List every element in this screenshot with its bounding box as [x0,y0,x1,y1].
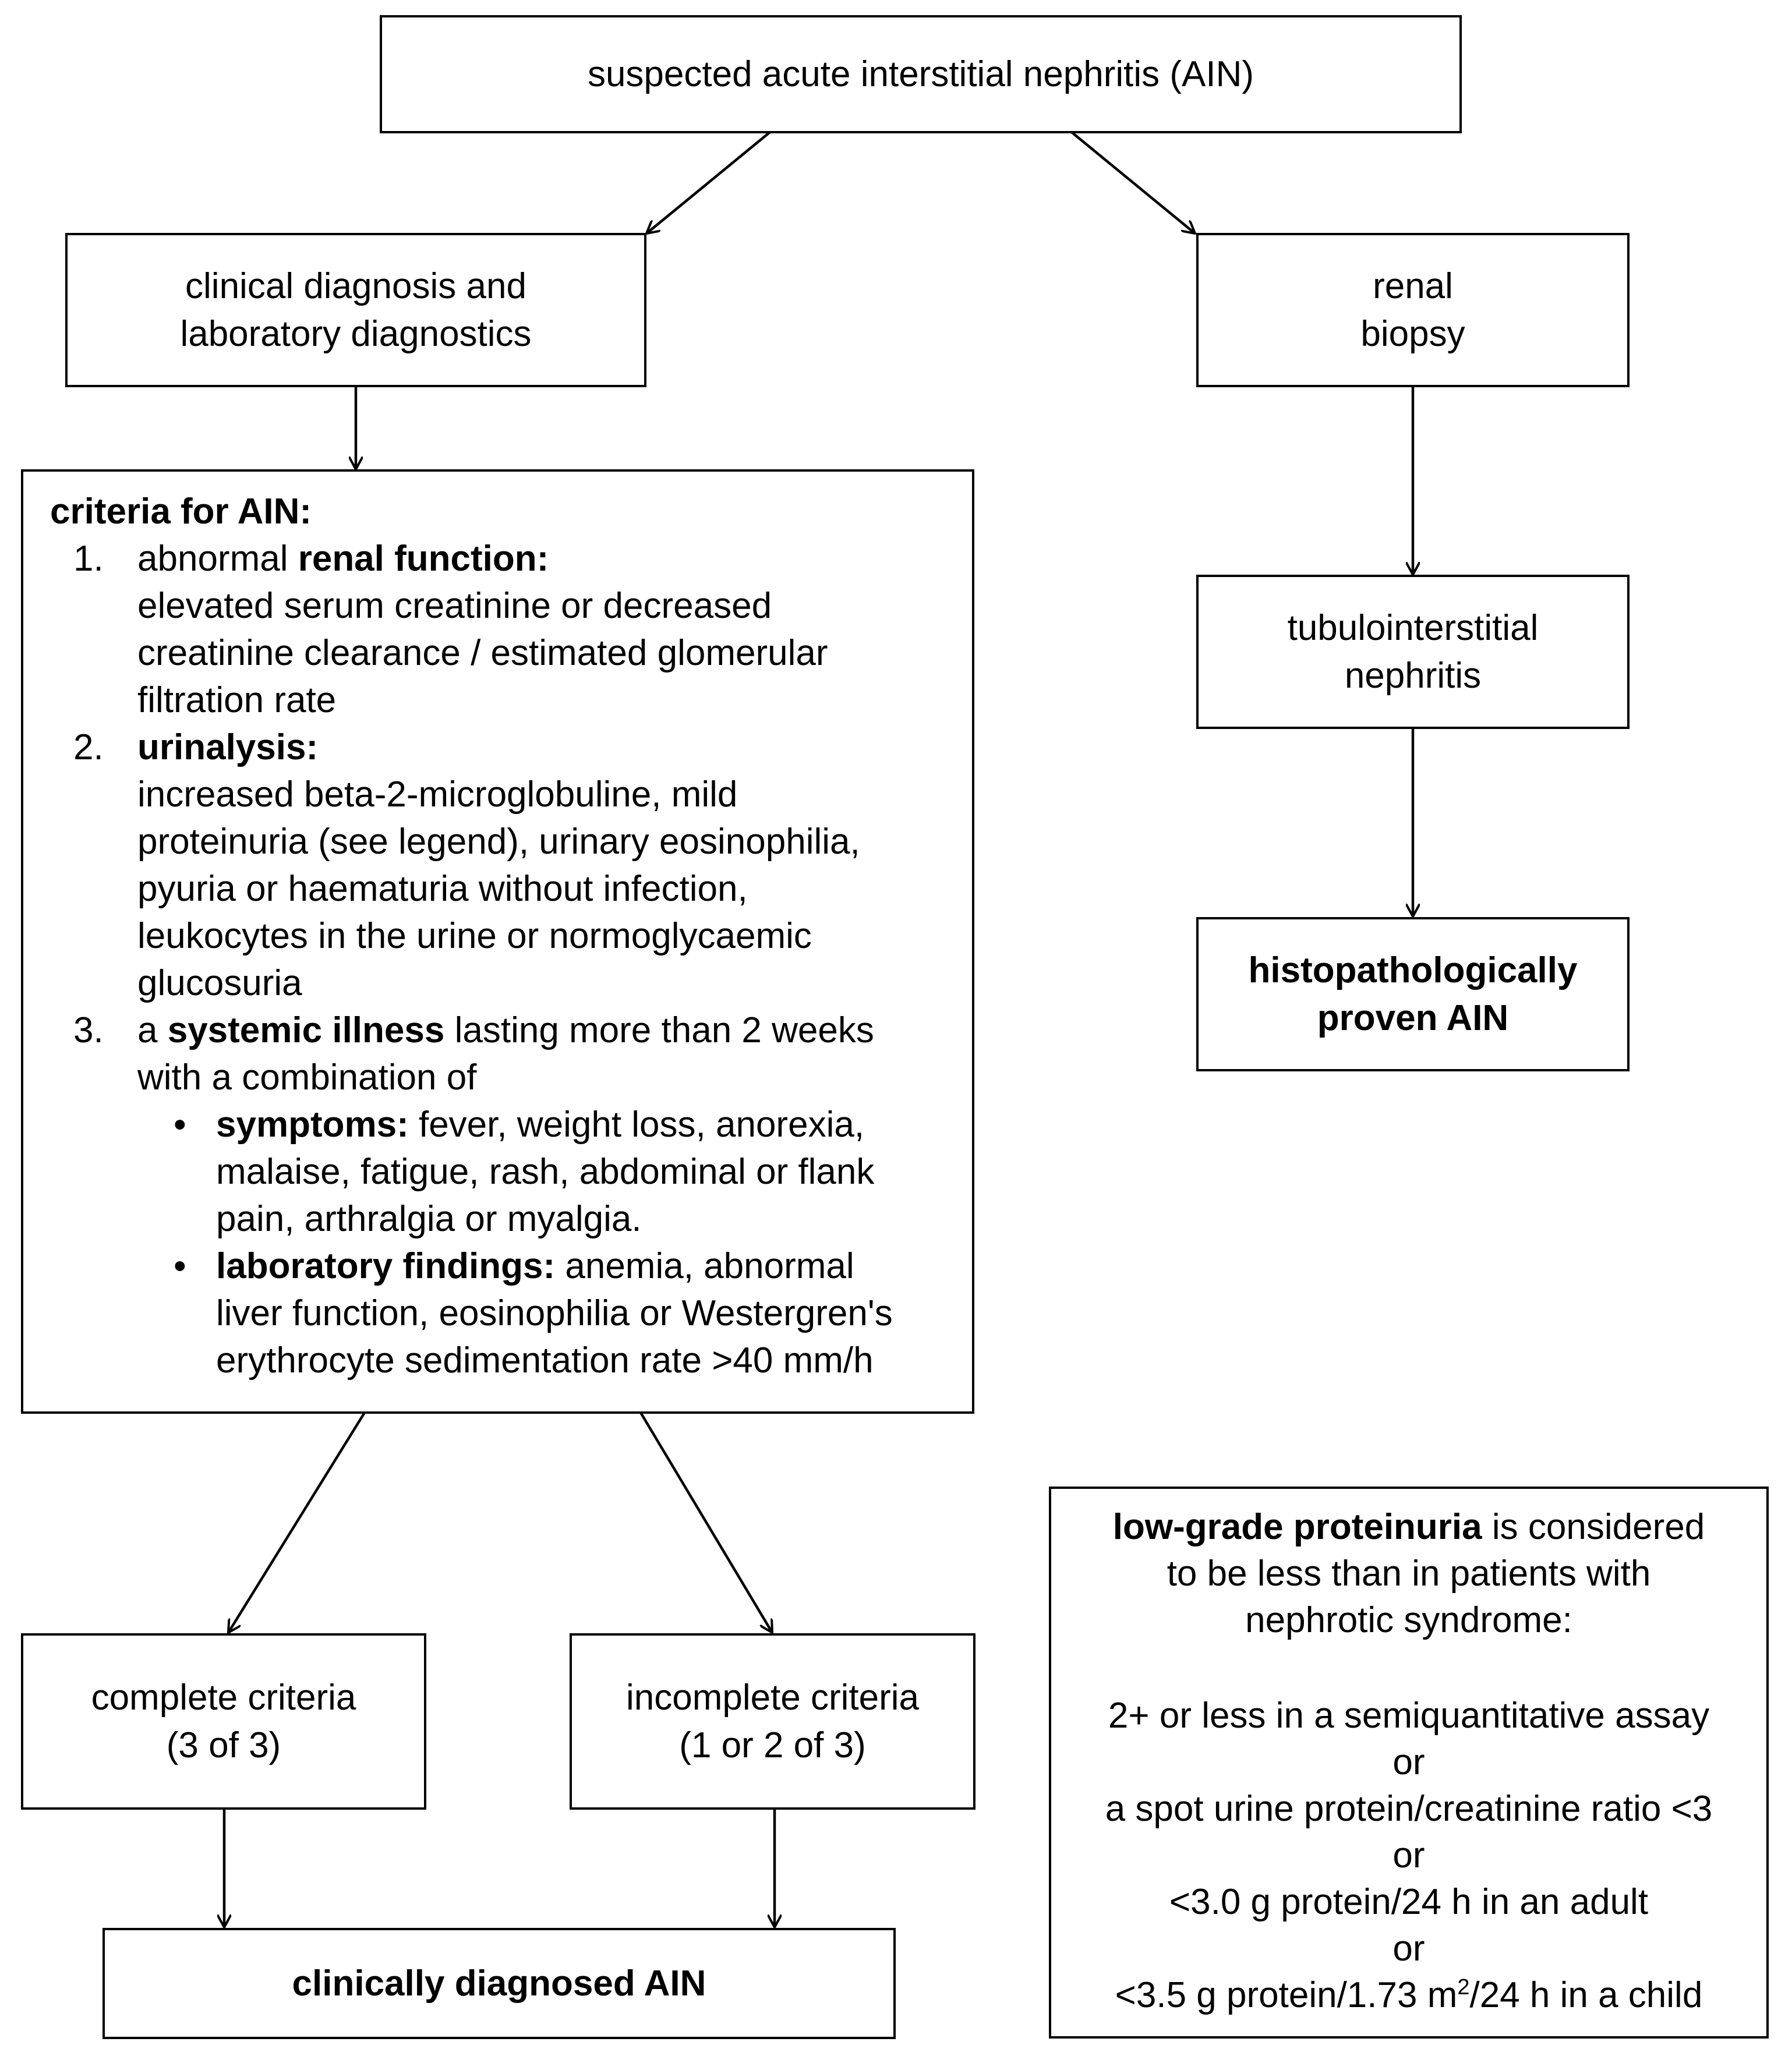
bullet-title: laboratory findings: anemia, abnormal [216,1243,972,1290]
legend-line: or [1392,1742,1425,1782]
node-label: clinical diagnosis and [185,266,526,306]
bullet-bold: symptoms: [216,1105,409,1145]
bullet-symbol: • [174,1105,186,1145]
item-bold: systemic illness [167,1010,445,1050]
bullet-rest: anemia, abnormal [555,1246,854,1286]
node-renal-biopsy: renal biopsy [1196,233,1630,387]
item-line: filtration rate [137,680,337,720]
node-label: (1 or 2 of 3) [679,1725,866,1765]
node-label: complete criteria [91,1677,356,1718]
bullet-line: pain, arthralgia or myalgia. [216,1199,642,1239]
item-pre: a [137,1010,168,1050]
arrow-top-to-biopsy [1070,131,1195,233]
node-label: (3 of 3) [166,1725,281,1765]
item-line: proteinuria (see legend), urinary eosino… [137,822,860,862]
legend-line: 2+ or less in a semiquantitative assay [1108,1696,1710,1736]
node-label: proven AIN [1317,997,1509,1038]
arrow-criteria-to-incomplete [639,1411,772,1633]
node-clinical-diagnosis: clinical diagnosis and laboratory diagno… [65,233,646,387]
legend-line: or [1392,1835,1425,1875]
bullet-title: symptoms: fever, weight loss, anorexia, [216,1101,972,1148]
node-suspected-ain: suspected acute interstitial nephritis (… [380,15,1462,133]
bullet-line: erythrocyte sedimentation rate >40 mm/h [216,1340,874,1381]
item-title: abnormal renal function: [137,535,972,582]
item-line: increased beta-2-microglobuline, mild [137,774,738,815]
criteria-bullet-symptoms: • symptoms: fever, weight loss, anorexia… [50,1101,972,1243]
legend-box: low-grade proteinuria is considered to b… [1049,1487,1769,2039]
node-complete-criteria: complete criteria (3 of 3) [21,1633,426,1810]
legend-line: <3.0 g protein/24 h in an adult [1169,1882,1649,1922]
item-number: 2. [73,727,104,767]
bullet-line: liver function, eosinophilia or Westergr… [216,1293,893,1333]
node-label: nephritis [1344,655,1482,696]
item-bold: urinalysis: [137,727,319,767]
item-post: lasting more than 2 weeks [444,1010,874,1050]
node-label: renal [1373,266,1453,306]
criteria-item-2: 2. urinalysis: increased beta-2-microglo… [50,724,972,1007]
legend-line: or [1392,1928,1425,1969]
node-clinically-diagnosed-ain: clinically diagnosed AIN [102,1928,896,2039]
legend-line: to be less than in patients with [1167,1553,1651,1594]
node-tubulointerstitial-nephritis: tubulointerstitial nephritis [1196,575,1630,729]
legend-rest: is considered [1482,1507,1705,1547]
legend-spacer [1051,1644,1766,1693]
item-number: 3. [73,1010,104,1050]
legend-line-last: <3.5 g protein/1.73 m2/24 h in a child [1051,1972,1766,2019]
item-title: a systemic illness lasting more than 2 w… [137,1007,972,1054]
item-line: leukocytes in the urine or normoglycaemi… [137,916,812,956]
item-line: with a combination of [137,1057,477,1098]
node-label: incomplete criteria [625,1677,920,1718]
bullet-rest: fever, weight loss, anorexia, [408,1105,865,1145]
item-line: elevated serum creatinine or decreased [137,586,772,626]
legend-bold: low-grade proteinuria [1112,1507,1482,1547]
bullet-symbol: • [174,1246,186,1286]
legend-title: low-grade proteinuria is considered [1051,1504,1766,1551]
node-label: biopsy [1360,313,1465,354]
criteria-item-1: 1. abnormal renal function: elevated ser… [50,535,972,724]
node-label: tubulointerstitial [1287,607,1539,648]
node-label: histopathologically [1248,950,1578,990]
criteria-box: criteria for AIN: 1. abnormal renal func… [21,469,974,1414]
item-pre: abnormal [137,539,298,579]
arrow-top-to-clinical [646,131,771,233]
node-label: suspected acute interstitial nephritis (… [587,54,1254,94]
item-line: creatinine clearance / estimated glomeru… [137,633,828,673]
arrow-criteria-to-complete [228,1411,366,1633]
bullet-line: malaise, fatigue, rash, abdominal or fla… [216,1152,875,1192]
item-bold: renal function: [298,539,549,579]
item-line: pyuria or haematuria without infection, [137,869,748,909]
item-title: urinalysis: [137,724,972,771]
node-incomplete-criteria: incomplete criteria (1 or 2 of 3) [570,1633,975,1810]
legend-line: a spot urine protein/creatinine ratio <3 [1105,1789,1713,1829]
node-histopathologically-proven: histopathologically proven AIN [1196,917,1630,1071]
legend-line: nephrotic syndrome: [1245,1600,1572,1640]
legend-last-post: /24 h in a child [1469,1975,1703,2015]
node-label: laboratory diagnostics [180,313,532,354]
legend-last-pre: <3.5 g protein/1.73 m [1115,1975,1458,2015]
criteria-bullet-laboratory: • laboratory findings: anemia, abnormal … [50,1243,972,1384]
legend-superscript: 2 [1457,1975,1470,2000]
node-label: clinically diagnosed AIN [292,1963,706,2004]
criteria-heading: criteria for AIN: [50,491,312,532]
item-line: glucosuria [137,963,302,1003]
item-number: 1. [73,539,104,579]
bullet-bold: laboratory findings: [216,1246,556,1286]
criteria-item-3: 3. a systemic illness lasting more than … [50,1007,972,1101]
